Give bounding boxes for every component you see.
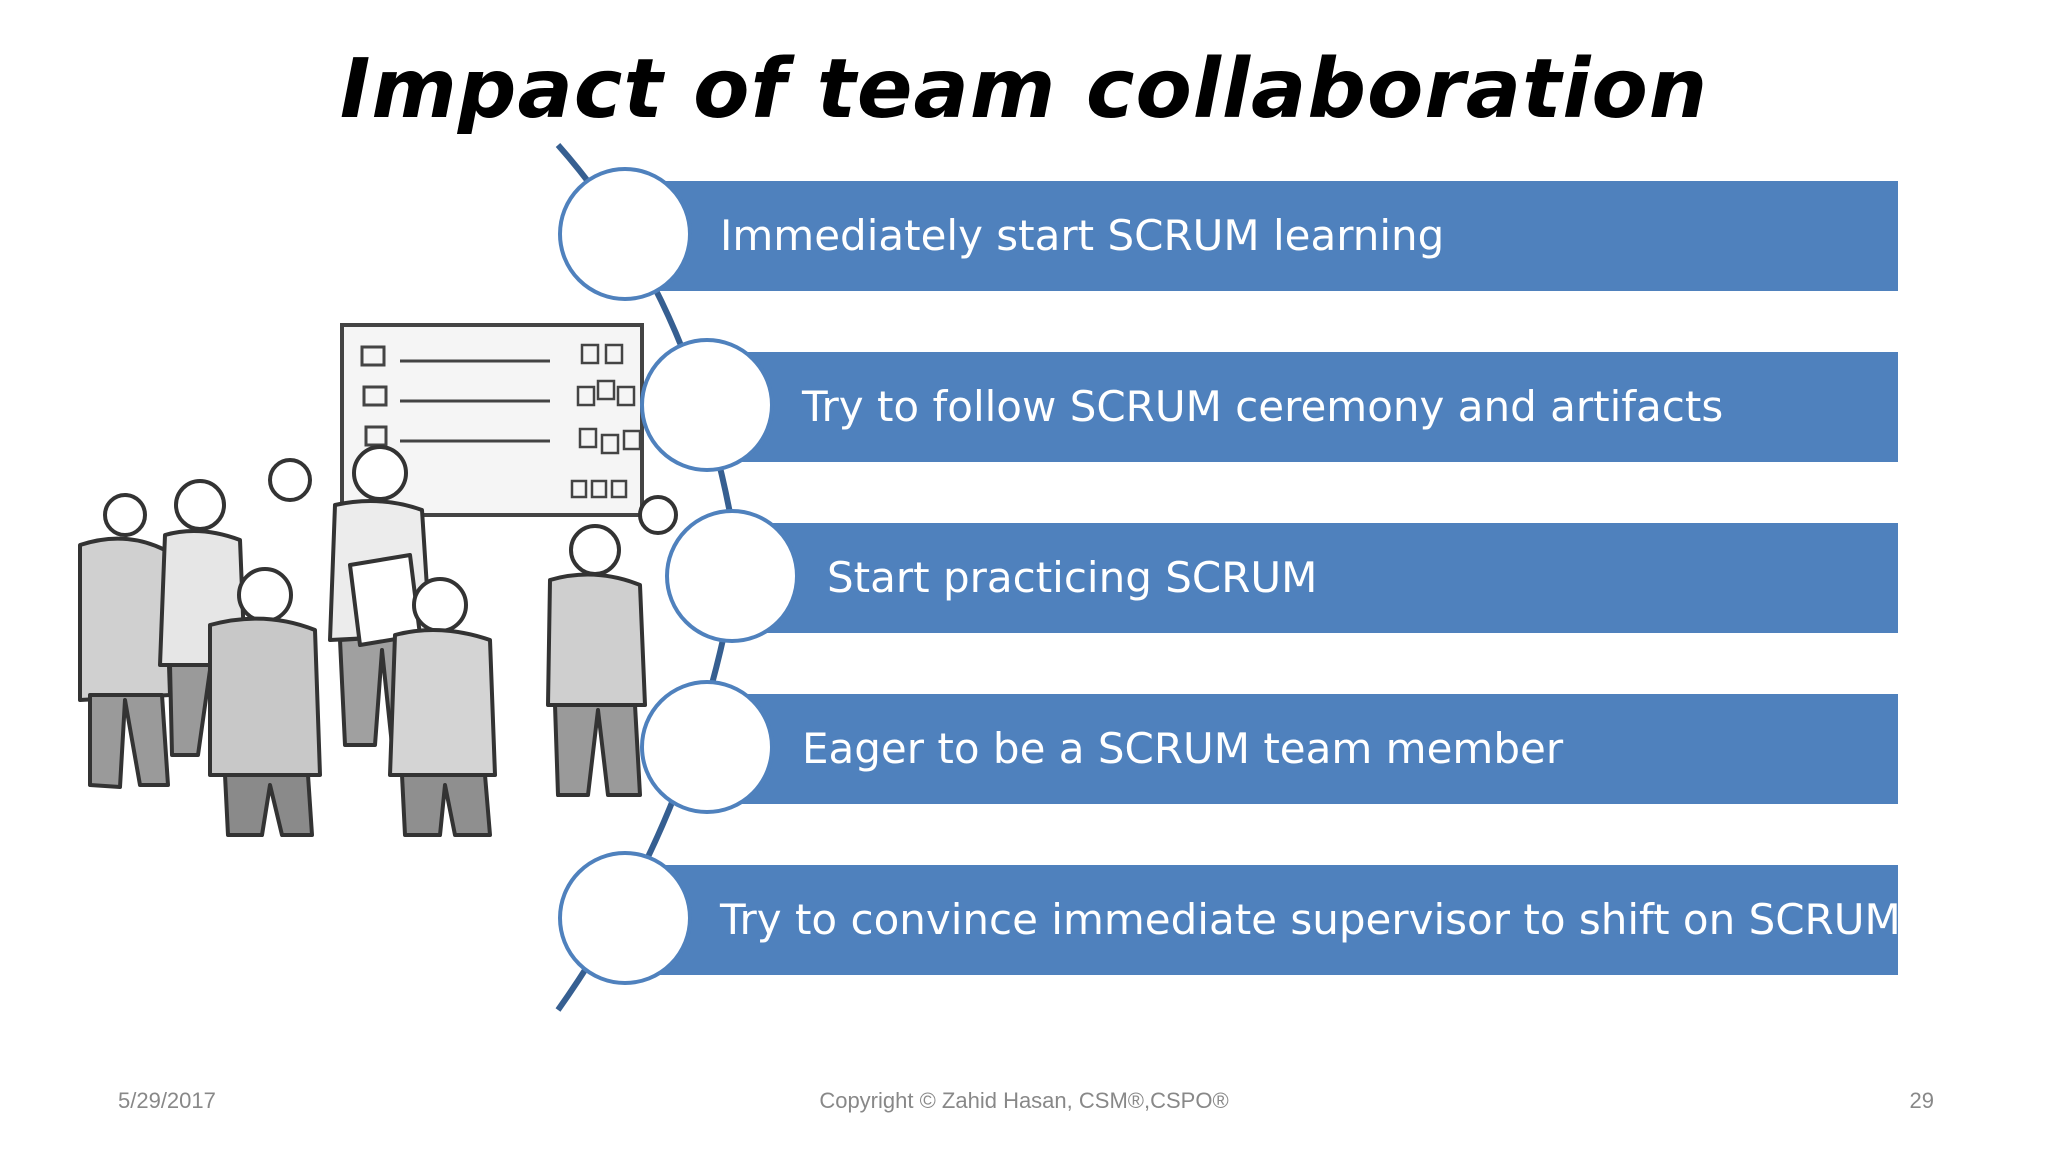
list-item-1-bar: Immediately start SCRUM learning <box>660 181 1898 291</box>
footer-copyright: Copyright © Zahid Hasan, CSM®,CSPO® <box>819 1088 1229 1113</box>
list-item-5-circle <box>558 851 692 985</box>
list-item-4-bar: Eager to be a SCRUM team member <box>740 694 1898 804</box>
list-item-3-label: Start practicing SCRUM <box>827 553 1318 602</box>
team-meeting-illustration <box>78 323 678 837</box>
footer-date: 5/29/2017 <box>118 1088 216 1113</box>
list-item-1-circle <box>558 167 692 301</box>
list-item-2-label: Try to follow SCRUM ceremony and artifac… <box>802 382 1724 431</box>
list-item-5-label: Try to convince immediate supervisor to … <box>720 895 1901 944</box>
list-item-1-label: Immediately start SCRUM learning <box>720 211 1445 260</box>
list-item-2-circle <box>640 338 774 472</box>
list-item-3-circle <box>665 509 799 643</box>
list-item-2-bar: Try to follow SCRUM ceremony and artifac… <box>740 352 1898 462</box>
footer-page-number: 29 <box>1909 1088 1934 1113</box>
slide-title: Impact of team collaboration <box>339 42 1709 137</box>
list-item-4-label: Eager to be a SCRUM team member <box>802 724 1564 773</box>
list-item-3-bar: Start practicing SCRUM <box>765 523 1898 633</box>
list-item-5-bar: Try to convince immediate supervisor to … <box>660 865 1901 975</box>
list-item-4-circle <box>640 680 774 814</box>
